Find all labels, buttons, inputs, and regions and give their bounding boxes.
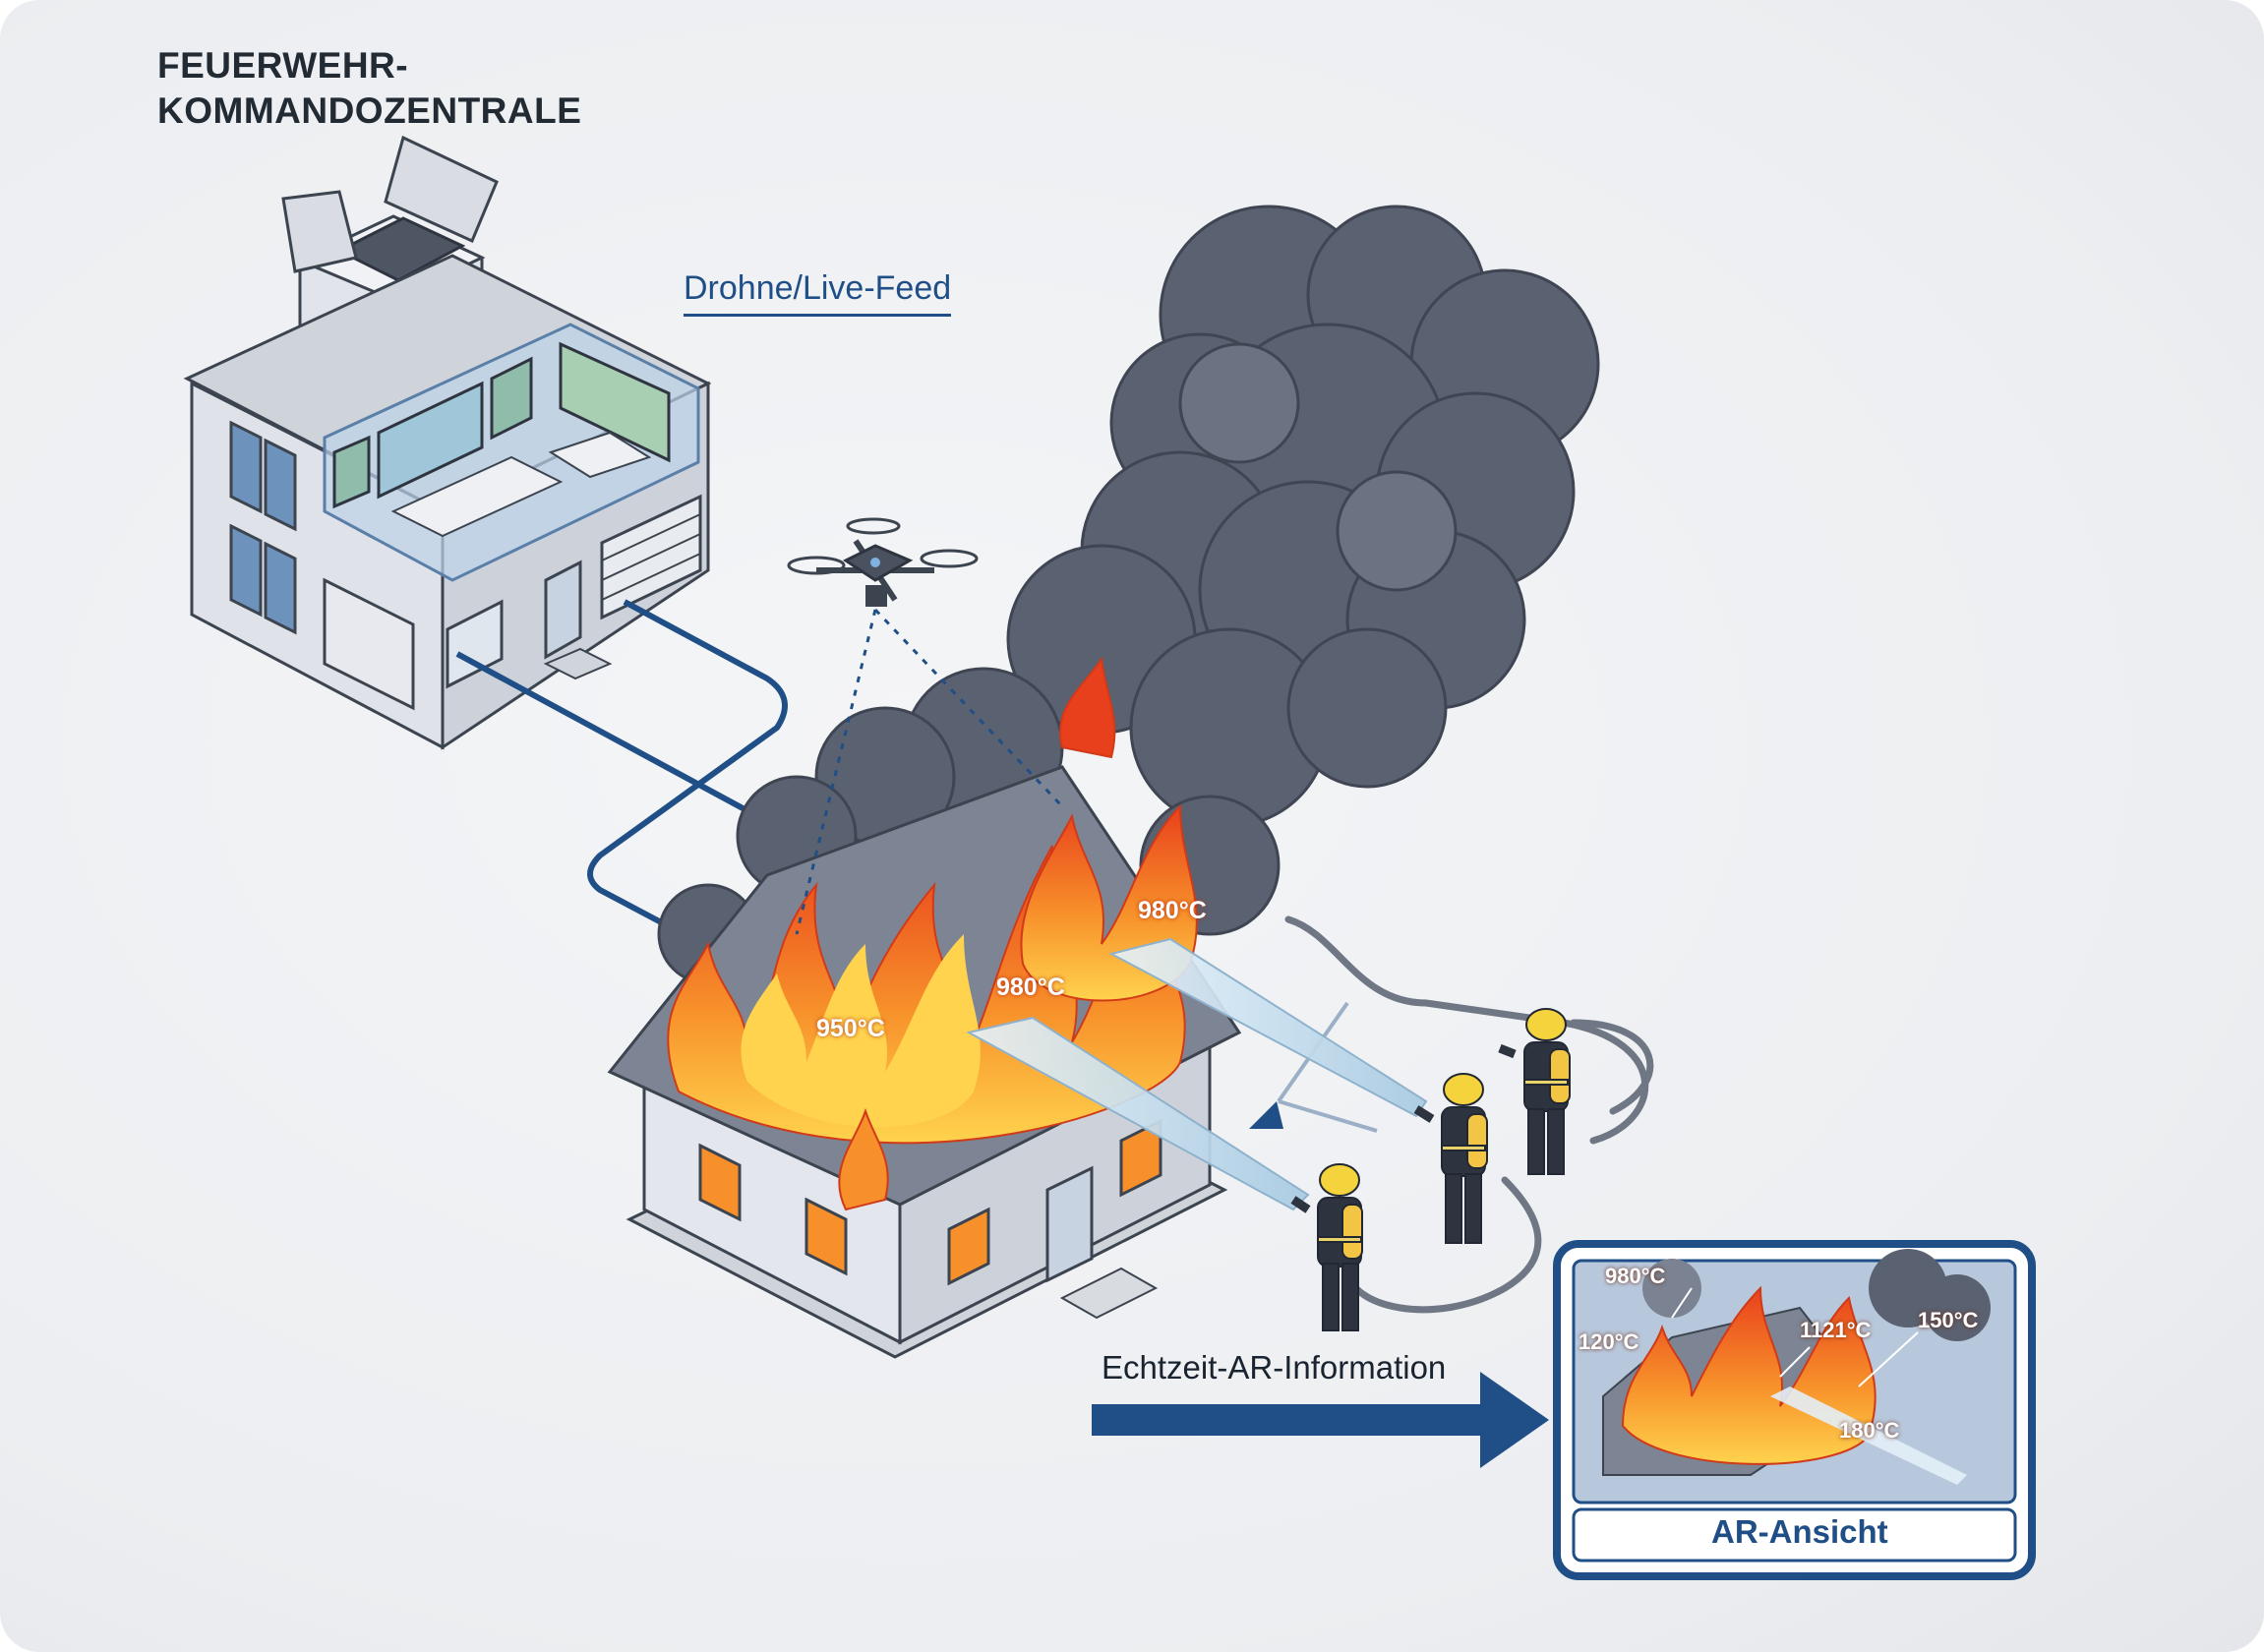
ar-temperature-label: 120°C: [1579, 1329, 1639, 1354]
drone-icon: [787, 517, 1064, 935]
title-line-2: KOMMANDOZENTRALE: [157, 90, 582, 131]
firefighter-icon: [1290, 1008, 1571, 1331]
flow-line-2: [455, 651, 759, 819]
page-title: FEUERWEHR- KOMMANDOZENTRALE: [157, 43, 581, 134]
data-flow-arrows: [455, 599, 788, 945]
ar-temperature-label: 1121°C: [1800, 1318, 1872, 1342]
title-line-1: FEUERWEHR-: [157, 45, 409, 86]
ar-temperature-label: 150°C: [1918, 1308, 1979, 1332]
water-jets: [966, 937, 1428, 1211]
smoke-cloud: [657, 205, 1600, 985]
temperature-label: 980°C: [1138, 897, 1207, 924]
ar-display-icon: [1553, 1240, 2036, 1580]
ar-information-label: Echtzeit-AR-Information: [1102, 1349, 1447, 1386]
ar-arrow-icon: [1092, 1372, 1549, 1468]
fire-flames: [667, 656, 1198, 1211]
ar-view-label: AR-Ansicht: [1711, 1513, 1888, 1550]
arrow-icon: [1249, 1101, 1283, 1129]
temperature-label: 980°C: [996, 974, 1065, 1001]
drone-feed-label: Drohne/Live-Feed: [684, 269, 952, 317]
flow-line-1: [587, 599, 788, 945]
temperature-label: 950°C: [816, 1015, 885, 1042]
ar-temperature-label: 980°C: [1605, 1264, 1666, 1288]
ar-temperature-label: 180°C: [1839, 1418, 1900, 1443]
command-center-building-icon: [183, 135, 712, 750]
